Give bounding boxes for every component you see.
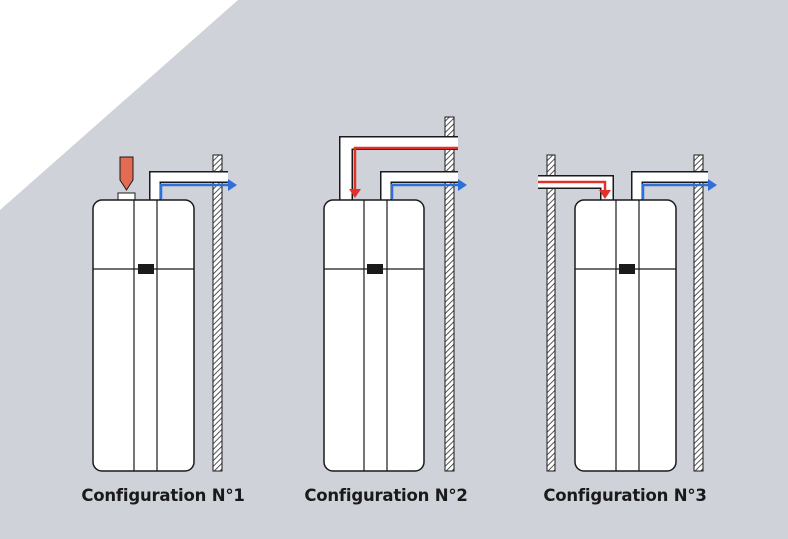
warm-air-arrow-icon <box>349 189 361 198</box>
wall-icon <box>444 116 455 472</box>
warm-air-arrow-icon <box>599 190 611 199</box>
water-heater-unit <box>323 199 425 472</box>
configuration-3 <box>538 154 717 472</box>
wall-icon <box>693 154 704 472</box>
configuration-2 <box>323 116 467 472</box>
caption-configuration-3: Configuration N°3 <box>543 486 707 505</box>
inlet-duct <box>538 175 614 200</box>
control-display <box>367 264 383 274</box>
caption-configuration-1: Configuration N°1 <box>81 486 245 505</box>
inlet-marker-icon <box>117 156 136 201</box>
wall-icon <box>546 154 556 472</box>
outlet-duct <box>631 171 717 200</box>
caption-configuration-2: Configuration N°2 <box>304 486 468 505</box>
cold-air-arrow-icon <box>708 179 717 191</box>
cold-air-arrow-icon <box>458 179 467 191</box>
water-heater-unit <box>92 199 195 472</box>
control-display <box>138 264 154 274</box>
control-display <box>619 264 635 274</box>
water-heater-unit <box>574 199 677 472</box>
cold-air-arrow-icon <box>228 179 237 191</box>
wall-icon <box>212 154 223 472</box>
configuration-1 <box>92 154 237 472</box>
inlet-duct <box>339 136 458 200</box>
outlet-duct <box>380 171 467 200</box>
outlet-duct <box>149 171 237 200</box>
